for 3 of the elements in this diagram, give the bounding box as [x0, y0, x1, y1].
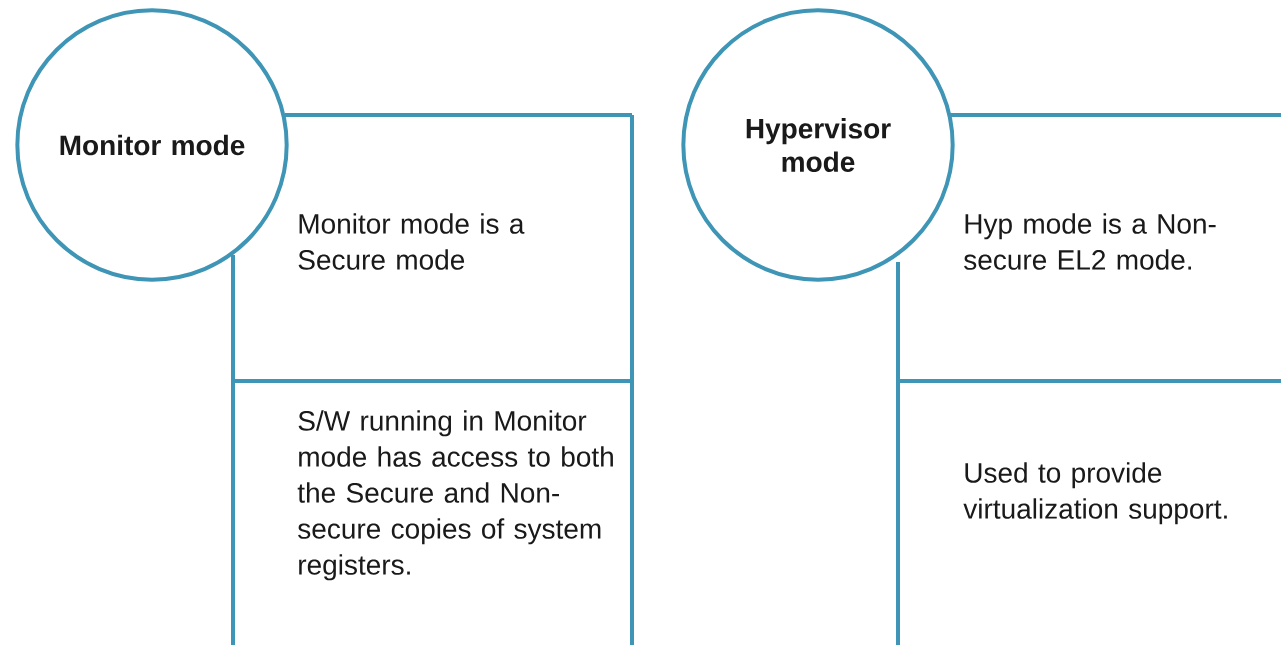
table-cell: Used to provide virtualization support.: [896, 381, 1227, 645]
table-cell: S/W running in Monitor mode has access to both the Secure and Non-secure copies of system registers.: [231, 381, 634, 645]
table-cell: Hyp mode is a Non-secure EL2 mode.: [896, 113, 1281, 383]
